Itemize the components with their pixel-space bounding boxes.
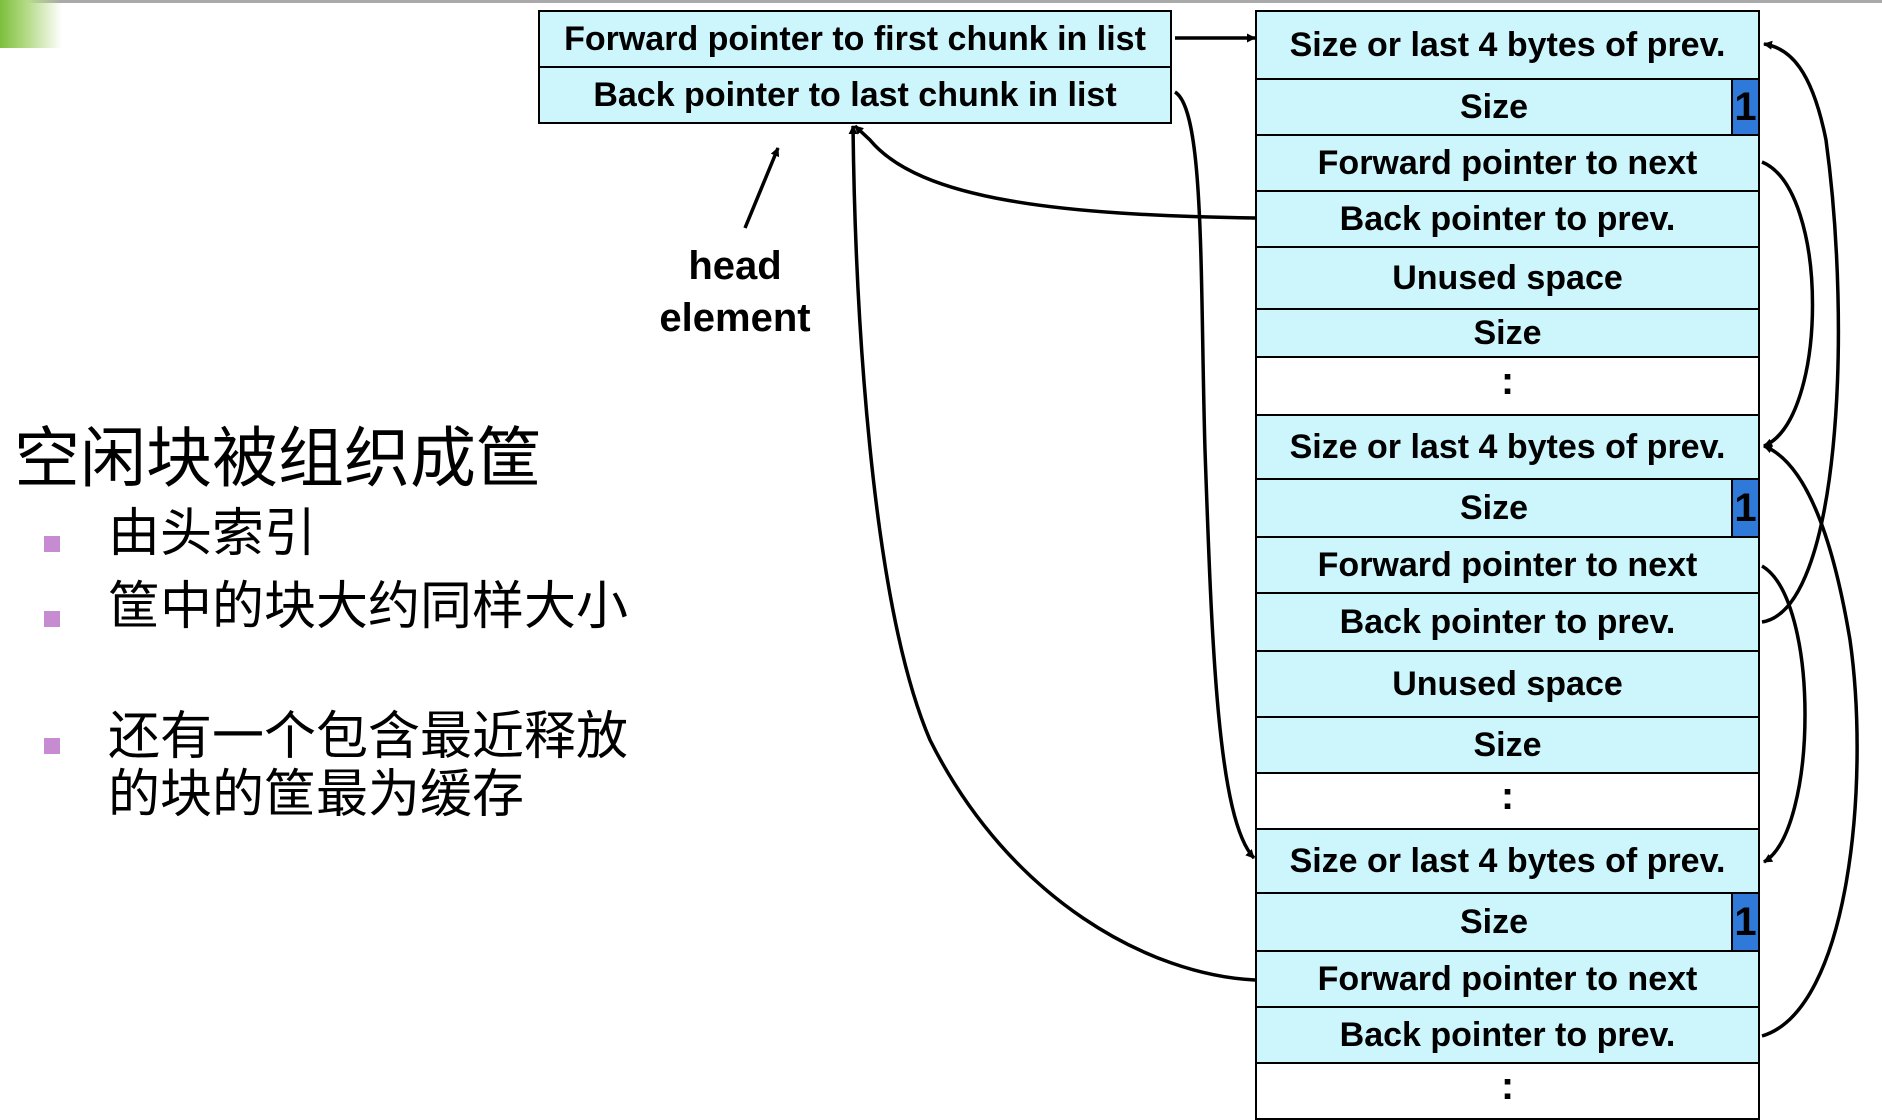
arrow-chunk1-forward	[1761, 160, 1815, 448]
chunk1-footer-size-label: Size	[1473, 313, 1542, 352]
arrow-chunk3-back	[1761, 444, 1859, 1038]
bullet-marker-2	[44, 611, 60, 627]
arrow-chunk1-back	[853, 124, 1256, 220]
corner-accent	[0, 0, 62, 48]
chunk2-gap-dots: :	[1500, 774, 1515, 818]
chunk3-back: Back pointer to prev.	[1255, 1006, 1760, 1064]
chunk3-gap-dots: :	[1500, 1064, 1515, 1108]
head-label-line2: element	[659, 296, 811, 340]
chunk3-size-label: Size	[1459, 902, 1529, 941]
arrow-chunk2-forward	[1761, 564, 1807, 864]
arrow-chunk2-back	[1761, 40, 1841, 624]
chunk2-size: Size	[1255, 478, 1733, 538]
chunk1-size-or-prev-label: Size or last 4 bytes of prev.	[1289, 25, 1726, 64]
chunk1-flag-label: 1	[1734, 84, 1757, 129]
chunk2-size-or-prev-label: Size or last 4 bytes of prev.	[1289, 427, 1726, 466]
chunk2-flag: 1	[1731, 478, 1760, 538]
head-element-label: head element	[640, 240, 830, 344]
chunk3-back-label: Back pointer to prev.	[1339, 1015, 1676, 1054]
chunk1-flag: 1	[1731, 78, 1760, 136]
head-back-cell: Back pointer to last chunk in list	[538, 66, 1172, 124]
head-forward-label: Forward pointer to first chunk in list	[564, 19, 1146, 58]
chunk3-size-or-prev-label: Size or last 4 bytes of prev.	[1289, 841, 1726, 880]
chunk1-footer-size: Size	[1255, 308, 1760, 358]
bullet-item-3: 还有一个包含最近释放的块的筐最为缓存	[108, 707, 629, 825]
chunk2-size-label: Size	[1459, 488, 1529, 527]
head-back-label: Back pointer to last chunk in list	[593, 75, 1117, 114]
top-border-line	[0, 0, 1882, 3]
chunk3-forward: Forward pointer to next	[1255, 950, 1760, 1008]
chunk1-unused-label: Unused space	[1392, 258, 1623, 297]
bullet-item-2: 筐中的块大约同样大小	[108, 577, 629, 637]
chunk3-size-or-prev: Size or last 4 bytes of prev.	[1255, 828, 1760, 894]
chunk3-flag-label: 1	[1734, 899, 1757, 944]
chunk1-gap-dots: :	[1500, 359, 1515, 403]
chunk2-footer-size-label: Size	[1473, 725, 1542, 764]
chunk1-back-label: Back pointer to prev.	[1339, 199, 1676, 238]
chunk2-back-label: Back pointer to prev.	[1339, 602, 1676, 641]
head-forward-cell: Forward pointer to first chunk in list	[538, 10, 1172, 68]
chunk2-forward-label: Forward pointer to next	[1317, 545, 1698, 584]
chunk1-size-or-prev: Size or last 4 bytes of prev.	[1255, 10, 1760, 80]
chunk3-gap: :	[1255, 1062, 1760, 1120]
arrow-head-label	[743, 147, 780, 229]
head-label-line1: head	[688, 244, 782, 288]
chunk1-back: Back pointer to prev.	[1255, 190, 1760, 248]
slide-title: 空闲块被组织成筐	[14, 420, 542, 497]
chunk3-forward-label: Forward pointer to next	[1317, 959, 1698, 998]
chunk2-unused-label: Unused space	[1392, 664, 1623, 703]
arrow-chunk3-forward	[848, 125, 1256, 982]
bullet-item-1: 由头索引	[108, 504, 317, 564]
bullet-marker-3	[44, 738, 60, 754]
chunk2-footer-size: Size	[1255, 716, 1760, 774]
chunk1-forward-label: Forward pointer to next	[1317, 143, 1698, 182]
chunk1-forward: Forward pointer to next	[1255, 134, 1760, 192]
arrow-head-back	[1173, 90, 1256, 860]
chunk1-size: Size	[1255, 78, 1733, 136]
bullet-marker-1	[44, 536, 60, 552]
chunk1-size-label: Size	[1459, 87, 1529, 126]
chunk2-flag-label: 1	[1734, 485, 1757, 530]
